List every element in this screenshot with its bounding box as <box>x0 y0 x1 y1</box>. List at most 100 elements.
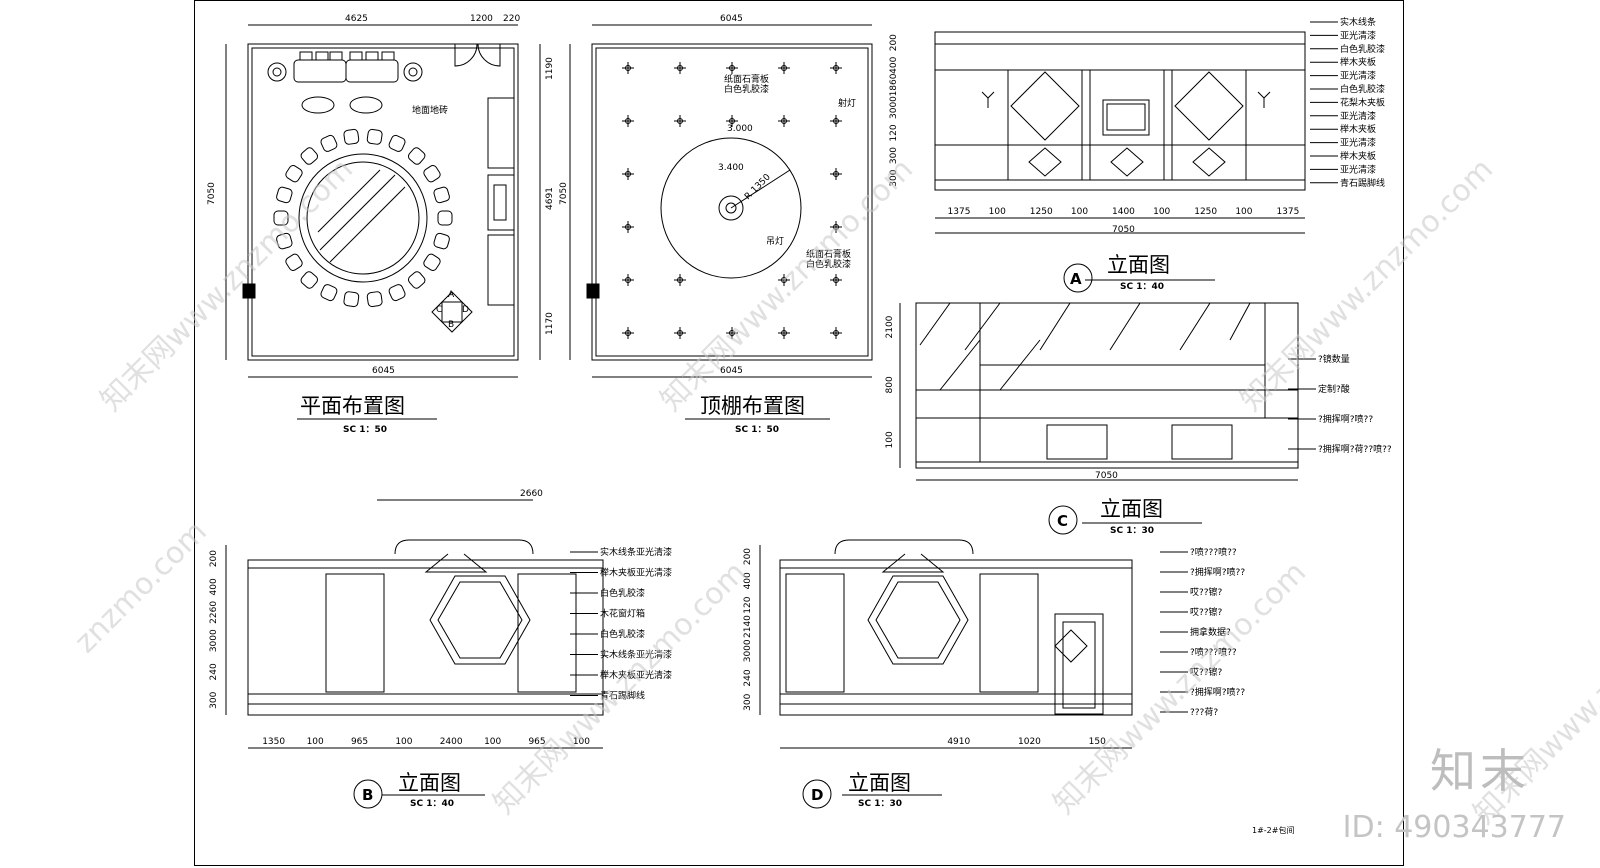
elevation-c <box>915 302 1299 469</box>
dim-label: 2140 <box>743 615 753 638</box>
spotlight-icon <box>622 274 634 286</box>
dim-label: 1190 <box>545 57 555 80</box>
material-note: ?拥挥啊?喷?? <box>1190 686 1245 698</box>
material-note: 拥拿数据? <box>1190 626 1231 638</box>
chair <box>437 210 453 226</box>
dim-label: 400 <box>743 572 753 589</box>
plan-cabinets <box>431 97 515 333</box>
dim-label: 200 <box>889 34 899 51</box>
elev-a-title: 立面图 <box>1107 253 1170 277</box>
sheet-note: 1#-2#包间 <box>1252 825 1294 835</box>
chair <box>285 165 303 183</box>
chair <box>320 284 338 302</box>
dim-label: 7050 <box>559 182 569 205</box>
material-note: 榉木夹板 <box>1340 150 1376 162</box>
dim-label: 800 <box>885 376 895 393</box>
ceiling-note: 纸面石膏板 <box>724 73 769 85</box>
material-note: 定制?酸 <box>1318 383 1350 395</box>
elev-d-letter: D <box>811 786 823 804</box>
elev-b-scale: SC 1：40 <box>410 799 454 809</box>
ceiling-note: 白色乳胶漆 <box>724 83 769 95</box>
spotlight-icon <box>674 274 686 286</box>
elev-a-letter: A <box>1070 270 1082 288</box>
dim-label: 100 <box>573 737 590 747</box>
chair <box>366 291 383 308</box>
chair <box>388 284 406 302</box>
dim-label: 6045 <box>720 366 743 376</box>
watermarks: 知末网www.znzmo.com 知末网www.znzmo.com 知末网www… <box>68 152 1600 831</box>
dim-label: 6045 <box>372 366 395 376</box>
material-note: ?拥挥啊?荷??喷?? <box>1318 443 1392 455</box>
spotlight-icon <box>778 115 790 127</box>
chair <box>343 128 360 145</box>
spotlight-icon <box>726 115 738 127</box>
symbol-letter: C <box>436 305 442 315</box>
elev-c-scale: SC 1：30 <box>1110 526 1154 536</box>
chair <box>273 210 289 226</box>
plan-text: 平面布置图 SC 1：50 地面地砖 4625 1200 220 6045 70… <box>207 14 555 435</box>
spotlight-icon <box>778 62 790 74</box>
spotlight-icon <box>726 62 738 74</box>
plan-title: 平面布置图 <box>300 394 405 418</box>
dim-label: 3000 <box>743 639 753 662</box>
dim-label: 7050 <box>1095 471 1118 481</box>
ceiling-note: 白色乳胶漆 <box>806 258 851 270</box>
ceiling-note: 3.400 <box>718 163 744 173</box>
material-note: ?喷???喷?? <box>1190 547 1237 558</box>
material-note: 青石踢脚线 <box>600 690 645 702</box>
watermark: 知末网www.znzmo.com <box>1047 555 1313 821</box>
elev-b-title: 立面图 <box>398 771 461 795</box>
watermark: znzmo.com <box>68 514 214 660</box>
chair <box>276 232 293 250</box>
ceiling-scale: SC 1：50 <box>735 425 779 435</box>
chair <box>407 147 426 165</box>
dimension-lines <box>225 24 1305 749</box>
dim-label: 2400 <box>440 737 463 747</box>
dim-label: 965 <box>528 737 545 747</box>
material-note: 亚光清漆 <box>1340 110 1376 122</box>
elev-b-letter: B <box>362 786 373 804</box>
dim-label: 100 <box>1071 207 1088 217</box>
dim-label: 220 <box>503 14 520 24</box>
spotlight-icon <box>830 168 842 180</box>
dim-label: 3000 <box>889 96 899 119</box>
ceiling-plan <box>591 43 873 361</box>
ceiling-title: 顶棚布置图 <box>700 394 805 418</box>
dim-label: 400 <box>209 578 219 595</box>
material-note: 哎??镲? <box>1190 586 1223 598</box>
title-rules <box>297 263 1215 809</box>
dim-label: 200 <box>743 548 753 565</box>
spotlight-icon <box>778 327 790 339</box>
spotlight-icon <box>622 327 634 339</box>
material-note: 实木线条 <box>1340 16 1376 28</box>
dim-label: 100 <box>395 737 412 747</box>
material-note: 白色乳胶漆 <box>600 628 645 640</box>
dim-label: 2100 <box>885 315 895 338</box>
watermark: 知末网www.znzmo.com <box>94 152 360 418</box>
material-note: ?镜数量 <box>1318 353 1350 365</box>
spotlight-icon <box>830 327 842 339</box>
spotlight-icon <box>622 62 634 74</box>
elev-d-title: 立面图 <box>848 771 911 795</box>
watermark: 知末网www.znzmo.com <box>654 152 920 418</box>
dim-label: 6045 <box>720 14 743 24</box>
spotlight-icon <box>622 221 634 233</box>
elevation-b <box>247 539 604 716</box>
dim-label: 240 <box>743 669 753 686</box>
dim-label: 4625 <box>345 14 368 24</box>
material-note: 榉木夹板 <box>1340 123 1376 135</box>
dim-label: 200 <box>209 550 219 567</box>
material-note: 白色乳胶漆 <box>1340 43 1385 55</box>
material-note: 亚光清漆 <box>1340 70 1376 82</box>
symbol-letter: A <box>448 290 455 300</box>
dim-label: 4691 <box>545 187 555 210</box>
chair <box>300 147 319 165</box>
chair <box>433 186 450 204</box>
material-note: 亚光清漆 <box>1340 29 1376 41</box>
dim-label: 1350 <box>262 737 285 747</box>
dim-label: 400 <box>889 56 899 73</box>
dim-label: 100 <box>989 207 1006 217</box>
